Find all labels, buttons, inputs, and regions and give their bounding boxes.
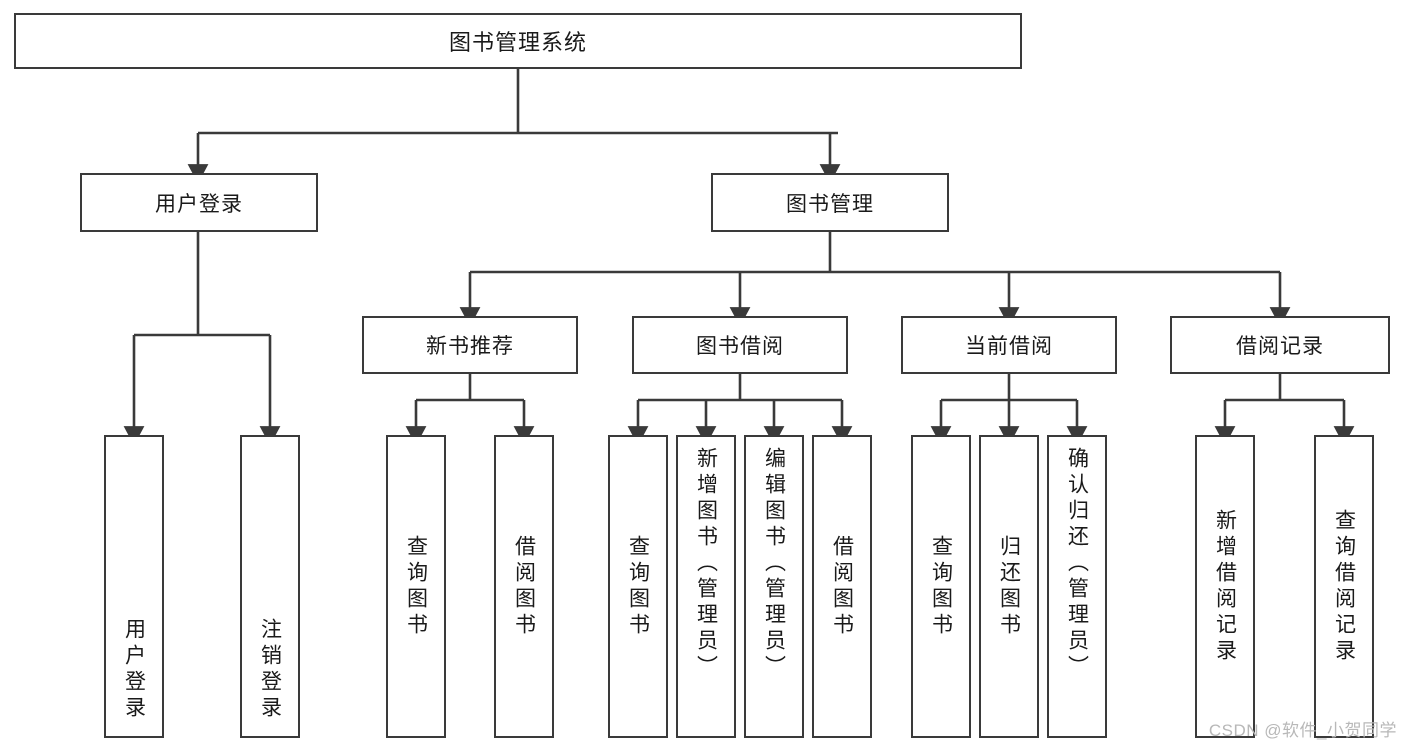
node-label: 查询借阅记录 — [1332, 508, 1356, 665]
node-book-borrow[interactable]: 图书借阅 — [632, 316, 848, 374]
node-label: 新书推荐 — [426, 335, 514, 358]
leaf-user-login[interactable]: 用户登录 — [104, 435, 164, 738]
csdn-watermark: CSDN @软件_小贺同学 — [1208, 721, 1397, 740]
leaf-query-book-borrow[interactable]: 查询图书 — [608, 435, 668, 738]
node-root-book-management-system[interactable]: 图书管理系统 — [14, 13, 1022, 69]
node-label: 新增图书（管理员） — [694, 447, 718, 681]
leaf-borrow-book-borrow[interactable]: 借阅图书 — [812, 435, 872, 738]
node-book-management[interactable]: 图书管理 — [711, 173, 949, 232]
leaf-query-book-recommend[interactable]: 查询图书 — [386, 435, 446, 738]
node-new-book-recommend[interactable]: 新书推荐 — [362, 316, 578, 374]
node-label: 图书管理系统 — [448, 30, 587, 55]
node-label: 用户登录 — [122, 618, 146, 722]
node-label: 新增借阅记录 — [1213, 508, 1237, 665]
node-label: 借阅图书 — [830, 534, 854, 639]
leaf-return-book[interactable]: 归还图书 — [979, 435, 1039, 738]
node-label: 编辑图书（管理员） — [762, 447, 786, 681]
node-label: 归还图书 — [997, 534, 1021, 639]
node-label: 当前借阅 — [965, 335, 1053, 358]
leaf-confirm-return-admin[interactable]: 确认归还（管理员） — [1047, 435, 1107, 738]
node-label: 图书管理 — [786, 192, 874, 216]
node-user-login[interactable]: 用户登录 — [80, 173, 318, 232]
node-label: 确认归还（管理员） — [1065, 447, 1089, 681]
leaf-query-borrow-record[interactable]: 查询借阅记录 — [1314, 435, 1374, 738]
node-label: 查询图书 — [404, 534, 428, 639]
leaf-borrow-book-recommend[interactable]: 借阅图书 — [494, 435, 554, 738]
node-label: 查询图书 — [929, 534, 953, 639]
node-current-borrow[interactable]: 当前借阅 — [901, 316, 1117, 374]
leaf-add-book-admin[interactable]: 新增图书（管理员） — [676, 435, 736, 738]
node-label: 借阅图书 — [512, 534, 536, 639]
node-label: 注销登录 — [258, 618, 282, 722]
node-label: 图书借阅 — [696, 335, 784, 358]
leaf-edit-book-admin[interactable]: 编辑图书（管理员） — [744, 435, 804, 738]
node-label: 借阅记录 — [1236, 335, 1324, 358]
node-borrow-record[interactable]: 借阅记录 — [1170, 316, 1390, 374]
leaf-query-book-current[interactable]: 查询图书 — [911, 435, 971, 738]
leaf-logout[interactable]: 注销登录 — [240, 435, 300, 738]
leaf-add-borrow-record[interactable]: 新增借阅记录 — [1195, 435, 1255, 738]
node-label: 查询图书 — [626, 534, 650, 639]
node-label: 用户登录 — [155, 192, 243, 216]
